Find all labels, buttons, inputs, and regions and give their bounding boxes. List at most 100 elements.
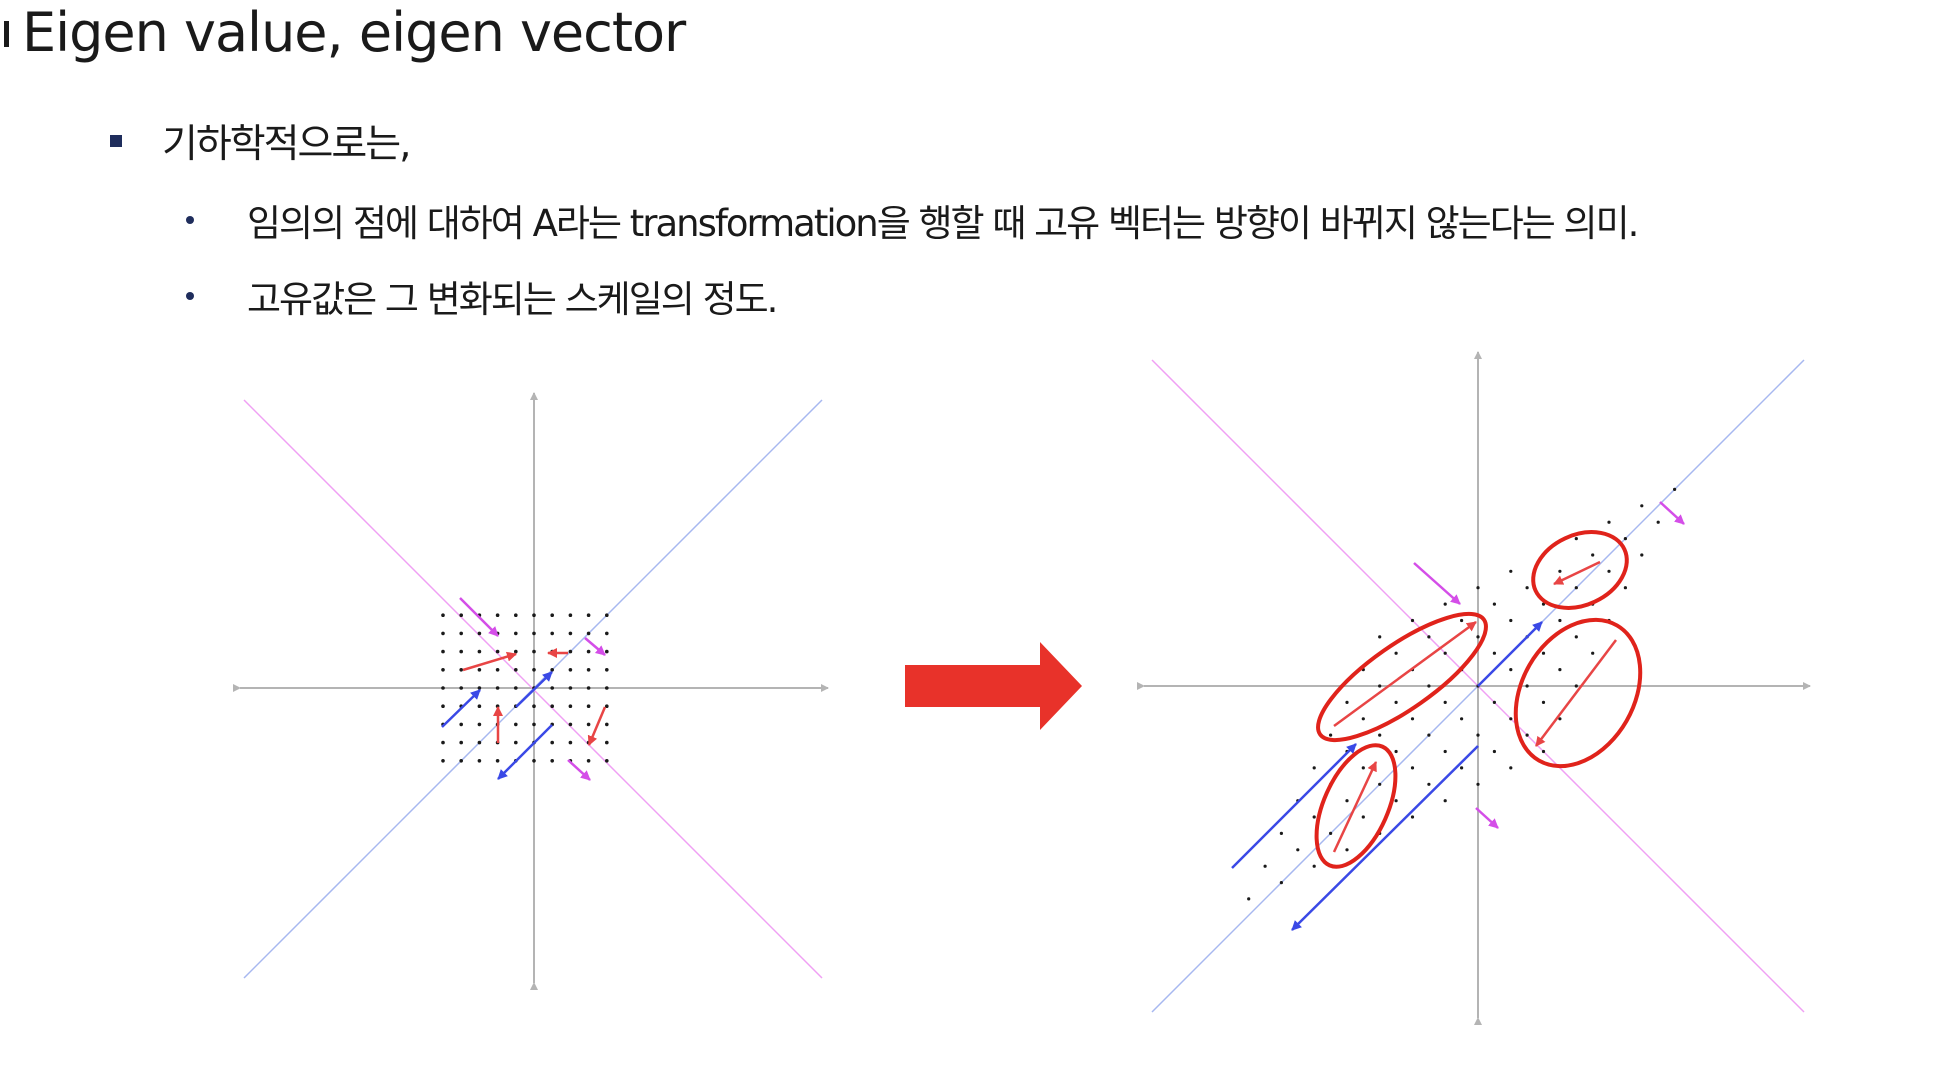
grid-point <box>586 759 591 763</box>
grid-point <box>586 686 591 690</box>
grid-point <box>459 686 464 690</box>
grid-point <box>1476 733 1480 737</box>
grid-point <box>568 613 573 617</box>
eigen-vector-arrow <box>459 597 499 637</box>
grid-point <box>605 740 609 745</box>
grid-point <box>1640 553 1644 557</box>
grid-point <box>1312 766 1316 770</box>
grid-point <box>1492 651 1496 655</box>
grid-point <box>514 649 518 654</box>
grid-point <box>1623 586 1627 590</box>
grid-point <box>441 668 445 672</box>
transformation-arrow-icon <box>905 642 1082 730</box>
grid-point <box>1476 586 1480 590</box>
grid-point <box>1640 504 1644 508</box>
grid-point <box>1443 602 1447 606</box>
vector-arrow <box>1535 639 1617 747</box>
grid-point <box>1329 831 1333 836</box>
grid-point <box>532 722 536 727</box>
grid-point <box>1541 749 1546 754</box>
grid-point <box>1476 782 1480 786</box>
grid-point <box>1378 684 1382 688</box>
grid-point <box>586 722 591 727</box>
grid-point <box>1427 733 1431 737</box>
grid-point <box>1460 717 1464 721</box>
eigen-vector-arrow <box>1475 807 1499 829</box>
grid-point <box>441 631 445 636</box>
slide-title-text: Eigen value, eigen vector <box>22 1 686 64</box>
grid-point <box>514 668 518 672</box>
grid-point <box>586 649 591 654</box>
grid-point <box>495 613 500 617</box>
grid-point <box>1345 700 1349 705</box>
grid-point <box>441 740 445 745</box>
grid-point <box>1623 537 1627 541</box>
grid-point <box>1443 749 1447 754</box>
dot-bullet-icon <box>186 292 194 300</box>
grid-point <box>1394 700 1398 705</box>
grid-point <box>514 631 518 636</box>
grid-point <box>459 649 464 654</box>
highlight-ellipse <box>1513 617 1643 769</box>
grid-point <box>532 631 536 636</box>
grid-point <box>1378 733 1382 737</box>
grid-point <box>1525 733 1529 737</box>
grid-point <box>459 722 464 727</box>
grid-point <box>459 740 464 745</box>
grid-point <box>550 613 554 617</box>
eigen-vector-arrow <box>1231 743 1357 869</box>
grid-point <box>568 631 573 636</box>
highlight-ellipse <box>1531 530 1629 610</box>
grid-point <box>1673 487 1677 491</box>
grid-point <box>1541 651 1546 655</box>
bullet-item-eigenvalue-meaning: 고유값은 그 변화되는 스케일의 정도. <box>186 271 778 321</box>
grid-point <box>1607 569 1611 573</box>
grid-point <box>1591 651 1595 655</box>
grid-point <box>1378 635 1382 639</box>
grid-point <box>1361 717 1365 721</box>
grid-point <box>1394 651 1398 655</box>
bullet-item-geometric: 기하학적으로는, <box>110 117 412 167</box>
grid-point <box>459 668 464 672</box>
grid-point <box>477 668 482 672</box>
grid-point <box>605 613 609 617</box>
grid-point <box>1247 897 1251 901</box>
grid-point <box>1558 618 1562 623</box>
grid-point <box>514 686 518 690</box>
grid-point <box>1410 618 1415 623</box>
eigen-vector-arrow <box>584 637 606 656</box>
grid-point <box>1476 635 1480 639</box>
transformed-point-grid <box>1247 487 1677 901</box>
grid-point <box>1509 668 1513 672</box>
grid-point <box>477 759 482 763</box>
grid-point <box>1558 569 1562 573</box>
grid-point <box>605 668 609 672</box>
grid-point <box>1460 766 1464 770</box>
grid-point <box>495 668 500 672</box>
vector-arrow <box>1333 620 1477 728</box>
grid-point <box>1410 815 1415 819</box>
grid-point <box>532 704 536 708</box>
grid-point <box>459 613 464 617</box>
grid-point <box>605 759 609 763</box>
eigen-vector-arrow <box>1477 621 1543 687</box>
vector-arrow <box>1553 560 1601 586</box>
eigen-vector-arrow <box>1659 501 1685 525</box>
grid-point <box>532 649 536 654</box>
grid-point <box>568 740 573 745</box>
grid-point <box>477 686 482 690</box>
grid-point <box>605 686 609 690</box>
eigen-vector-arrow <box>1413 562 1461 605</box>
grid-point <box>495 759 500 763</box>
eigen-vector-arrow <box>515 671 553 708</box>
grid-point <box>532 759 536 763</box>
grid-point <box>459 759 464 763</box>
grid-point <box>586 704 591 708</box>
grid-point <box>1394 749 1398 754</box>
grid-point <box>1427 684 1431 688</box>
grid-point <box>1345 799 1349 803</box>
grid-point <box>1378 782 1382 786</box>
grid-point <box>1492 700 1496 705</box>
grid-point <box>477 649 482 654</box>
